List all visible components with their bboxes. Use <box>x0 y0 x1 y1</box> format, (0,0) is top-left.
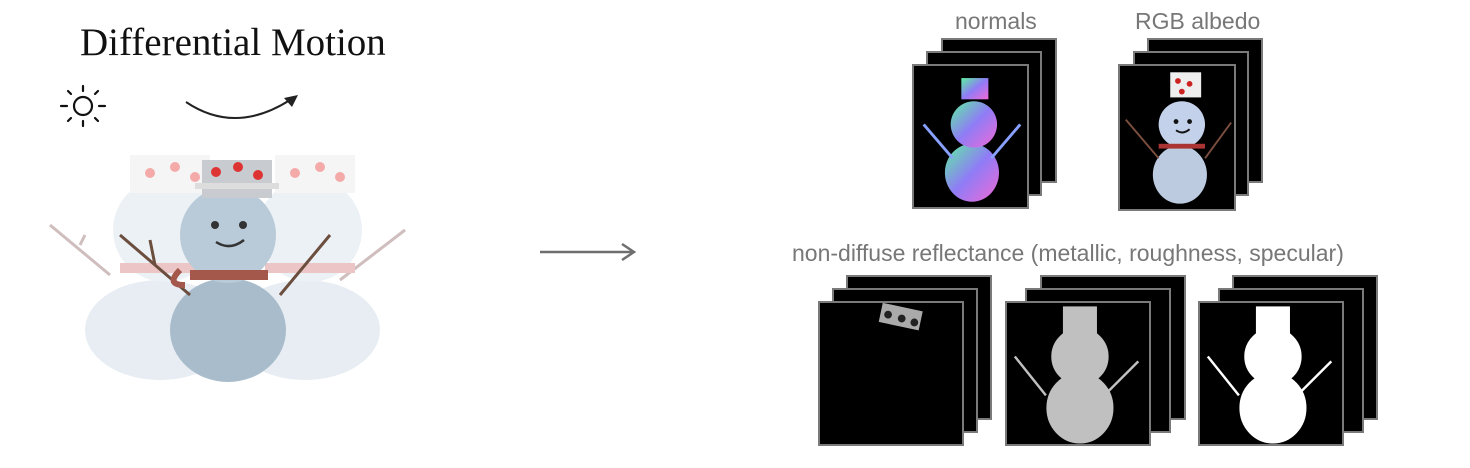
normals-label: normals <box>955 8 1037 34</box>
snowmen-image <box>49 155 406 382</box>
diagram-title: Differential Motion <box>80 21 386 64</box>
metallic-map-image <box>878 303 923 331</box>
sun-icon <box>59 84 107 128</box>
albedo-map-image <box>1125 72 1232 204</box>
main-snowman <box>119 160 332 382</box>
roughness-frame-front <box>1005 301 1151 446</box>
reflectance-label: non-diffuse reflectance (metallic, rough… <box>792 240 1344 266</box>
normals-map-image <box>922 78 1022 202</box>
metallic-frame-front <box>818 301 964 446</box>
albedo-frame-front <box>1118 64 1236 211</box>
specular-map-image <box>1206 306 1333 444</box>
roughness-map-image <box>1013 306 1140 444</box>
normals-frame-front <box>912 64 1029 209</box>
specular-frame-front <box>1198 301 1344 446</box>
transform-arrow-icon <box>540 242 637 262</box>
motion-arrow-icon <box>185 95 298 119</box>
albedo-label: RGB albedo <box>1135 8 1261 34</box>
